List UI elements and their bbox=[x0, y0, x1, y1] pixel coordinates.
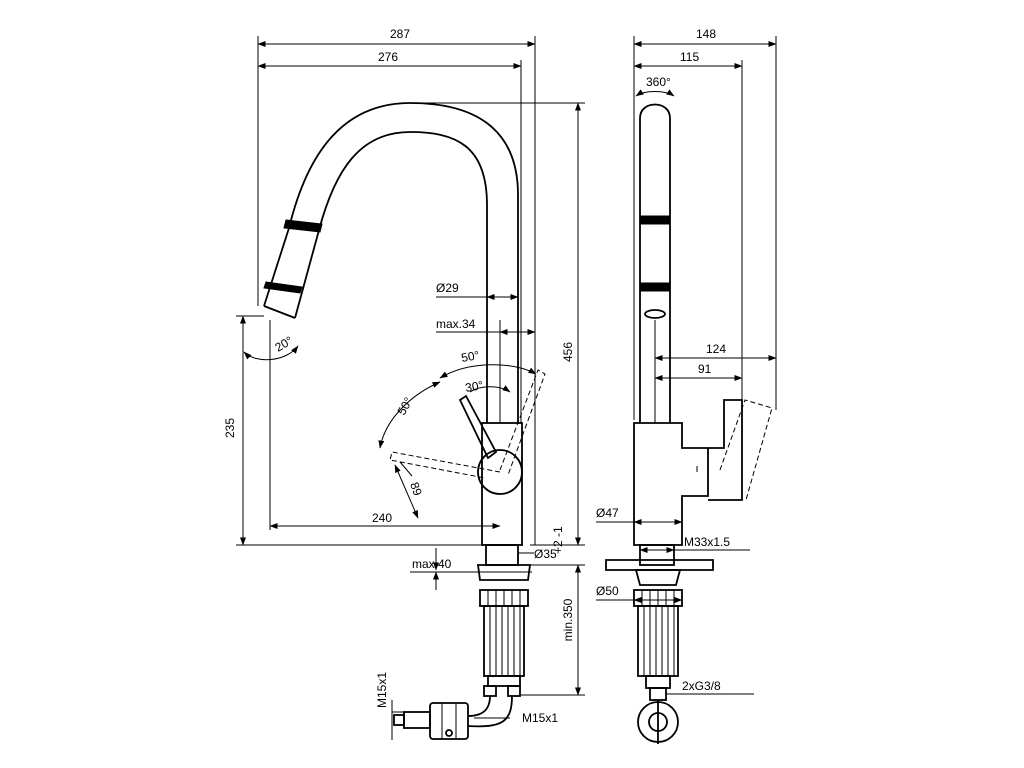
dim-diameter-body: Ø29 bbox=[436, 281, 459, 295]
dim-rotation: 360° bbox=[646, 75, 671, 89]
dim-diameter-hole-tolerance: +2 -1 bbox=[551, 526, 565, 554]
dim-max-40: max.40 bbox=[412, 557, 452, 571]
front-dimension-lines bbox=[236, 36, 585, 740]
dim-thread-shank: M33x1.5 bbox=[684, 535, 730, 549]
side-dimension-lines bbox=[596, 36, 777, 695]
dim-thread-m15-horizontal: M15x1 bbox=[522, 711, 558, 725]
dim-lever-reach-inner: 91 bbox=[698, 362, 712, 376]
hose-connector bbox=[393, 695, 513, 740]
side-spout bbox=[639, 103, 671, 423]
dim-thread-m15-vertical: M15x1 bbox=[375, 672, 389, 708]
dim-diameter-hole: Ø35 bbox=[534, 547, 557, 561]
dim-diameter-body: Ø47 bbox=[596, 506, 619, 520]
dim-lever-length: 89 bbox=[407, 480, 425, 498]
mounting-shank bbox=[476, 564, 532, 697]
spout bbox=[263, 102, 519, 423]
side-body bbox=[633, 399, 773, 566]
dim-height-total: 456 bbox=[561, 342, 575, 362]
dim-depth-spout: 115 bbox=[680, 50, 699, 64]
dim-angle-spout: 20° bbox=[273, 333, 296, 354]
dim-diameter-base: Ø50 bbox=[596, 584, 619, 598]
dim-height-spout: 235 bbox=[223, 418, 237, 438]
side-view: 148 115 360° 124 91 Ø47 M33x1.5 Ø50 2xG3… bbox=[596, 27, 777, 744]
mixer-body bbox=[477, 422, 523, 566]
dim-angle-lever-mid: 30° bbox=[464, 378, 484, 395]
dim-width-total: 287 bbox=[390, 27, 410, 41]
dim-max-34: max.34 bbox=[436, 317, 476, 331]
dim-angle-lever-top: 50° bbox=[460, 348, 480, 365]
dim-depth-total: 148 bbox=[696, 27, 716, 41]
front-view: 287 276 456 Ø29 max.34 20° 50° 30° 50° 8… bbox=[223, 27, 585, 740]
dim-reach: 240 bbox=[372, 511, 392, 525]
dim-width-spout: 276 bbox=[378, 50, 398, 64]
dim-lever-reach-outer: 124 bbox=[706, 342, 726, 356]
dim-min-350: min.350 bbox=[561, 598, 575, 641]
dim-hoses: 2xG3/8 bbox=[682, 679, 721, 693]
lever bbox=[389, 369, 546, 479]
side-shank bbox=[605, 559, 714, 744]
